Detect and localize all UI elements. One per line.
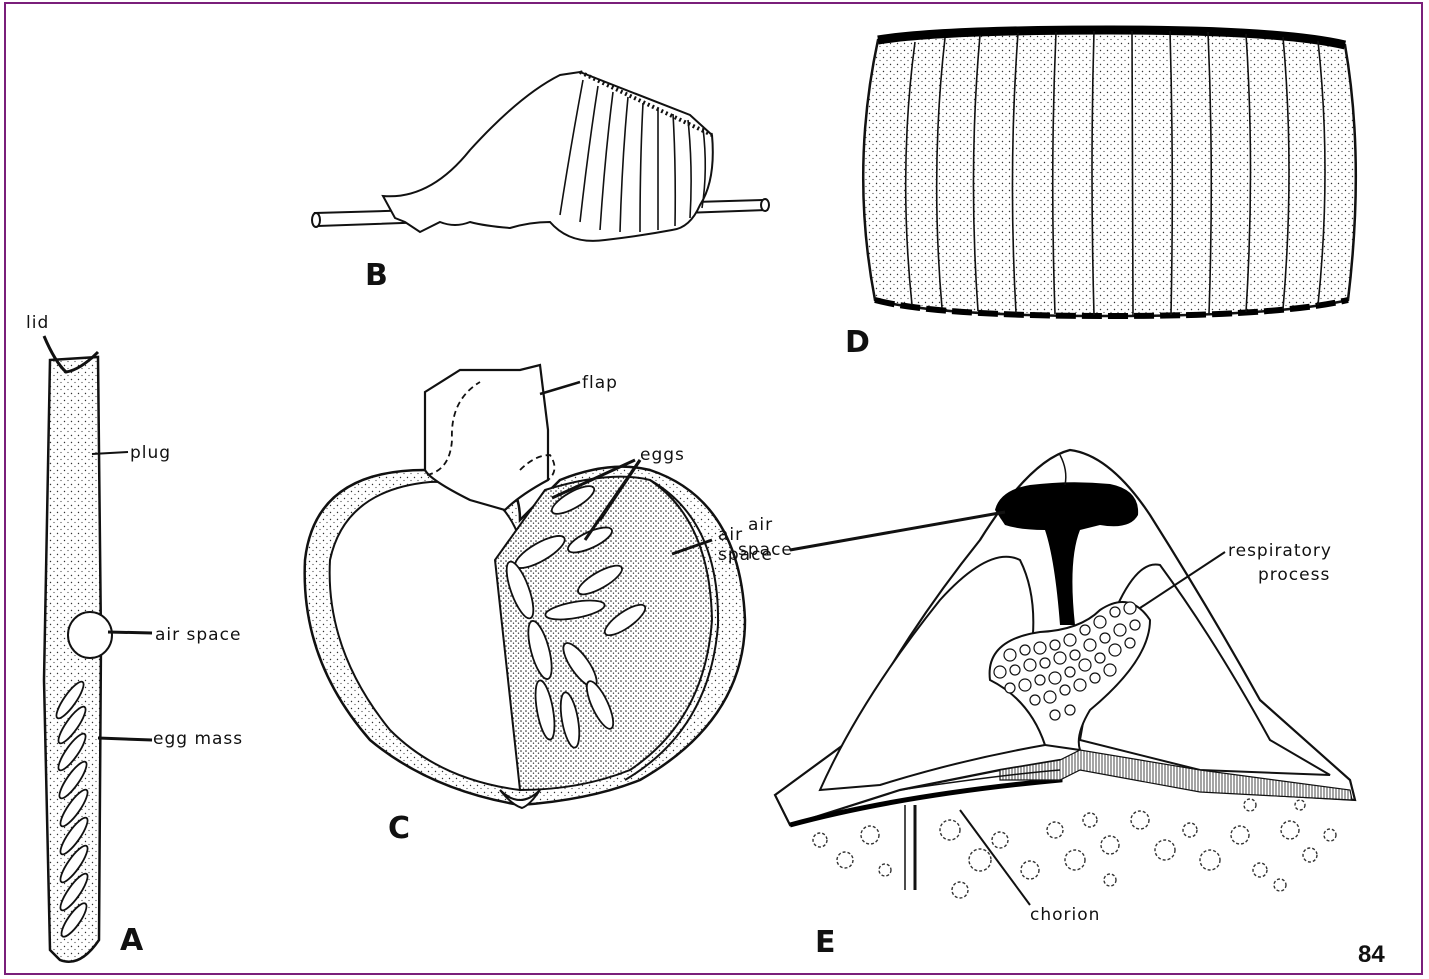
label-flap: flap	[582, 373, 618, 393]
label-air-space-a: air space	[155, 625, 241, 645]
label-air-e: air	[748, 515, 773, 535]
yolk-granules	[813, 799, 1336, 898]
panel-e: air space respiratory process chorion E	[738, 450, 1355, 960]
page-number: 84	[1358, 941, 1385, 968]
label-eggs: eggs	[640, 445, 685, 465]
label-space-e: space	[738, 540, 793, 560]
panel-b: B	[312, 72, 769, 293]
panel-letter-d: D	[845, 325, 870, 360]
panel-letter-b: B	[365, 258, 388, 293]
inner-cavity	[330, 482, 520, 790]
label-respiratory: respiratory	[1228, 541, 1332, 561]
panel-letter-a: A	[120, 923, 144, 958]
panel-letter-e: E	[815, 925, 836, 960]
label-egg-mass: egg mass	[153, 729, 243, 749]
label-lid: lid	[26, 313, 49, 333]
air-space-bubble	[68, 612, 112, 658]
label-chorion: chorion	[1030, 905, 1100, 925]
panel-a: lid plug air space egg mass A	[26, 313, 243, 962]
panel-letter-c: C	[388, 811, 410, 846]
panel-c: flap eggs air space C	[305, 365, 773, 846]
label-process: process	[1258, 565, 1330, 585]
label-plug: plug	[130, 443, 171, 463]
egg-raft	[383, 72, 713, 241]
panel-d: D	[845, 30, 1356, 360]
